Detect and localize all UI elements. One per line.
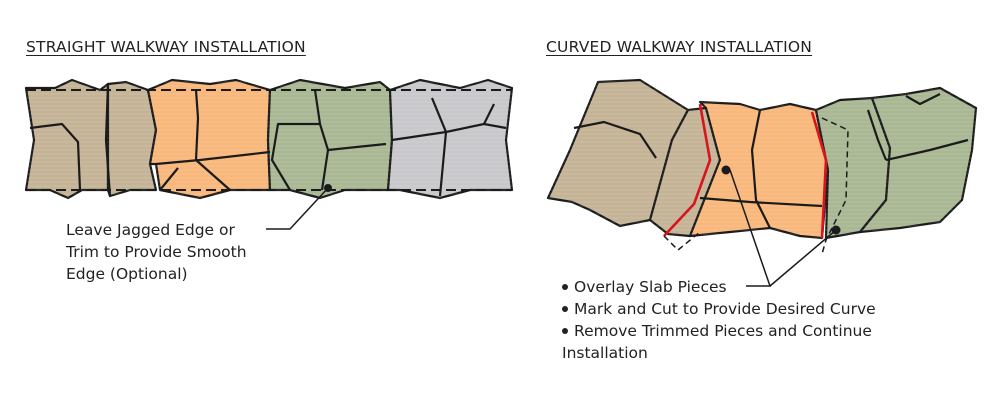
straight-walkway (24, 78, 516, 200)
curved-steps-list: Overlay Slab Pieces Mark and Cut to Prov… (562, 276, 876, 364)
bullet-icon (562, 305, 568, 312)
step-text: Remove Trimmed Pieces and Continue (574, 322, 872, 340)
step-text: Mark and Cut to Provide Desired Curve (574, 300, 876, 318)
straight-walkway-title: STRAIGHT WALKWAY INSTALLATION (26, 38, 306, 56)
bullet-icon (562, 327, 568, 334)
curved-walkway-title: CURVED WALKWAY INSTALLATION (546, 38, 813, 56)
step-text: Overlay Slab Pieces (574, 278, 727, 296)
step-item: Overlay Slab Pieces (562, 276, 876, 298)
straight-callout (266, 184, 332, 230)
note-line: Trim to Provide Smooth (66, 243, 247, 261)
curved-walkway (546, 78, 978, 255)
bullet-icon (562, 283, 568, 290)
step-continuation: Installation (562, 344, 648, 362)
note-line: Leave Jagged Edge or (66, 221, 235, 239)
step-item: Mark and Cut to Provide Desired Curve (562, 298, 876, 320)
note-line: Edge (Optional) (66, 265, 188, 283)
step-item: Remove Trimmed Pieces and Continue (562, 320, 876, 342)
straight-edge-note: Leave Jagged Edge or Trim to Provide Smo… (66, 219, 247, 285)
curved-callout (721, 165, 841, 287)
